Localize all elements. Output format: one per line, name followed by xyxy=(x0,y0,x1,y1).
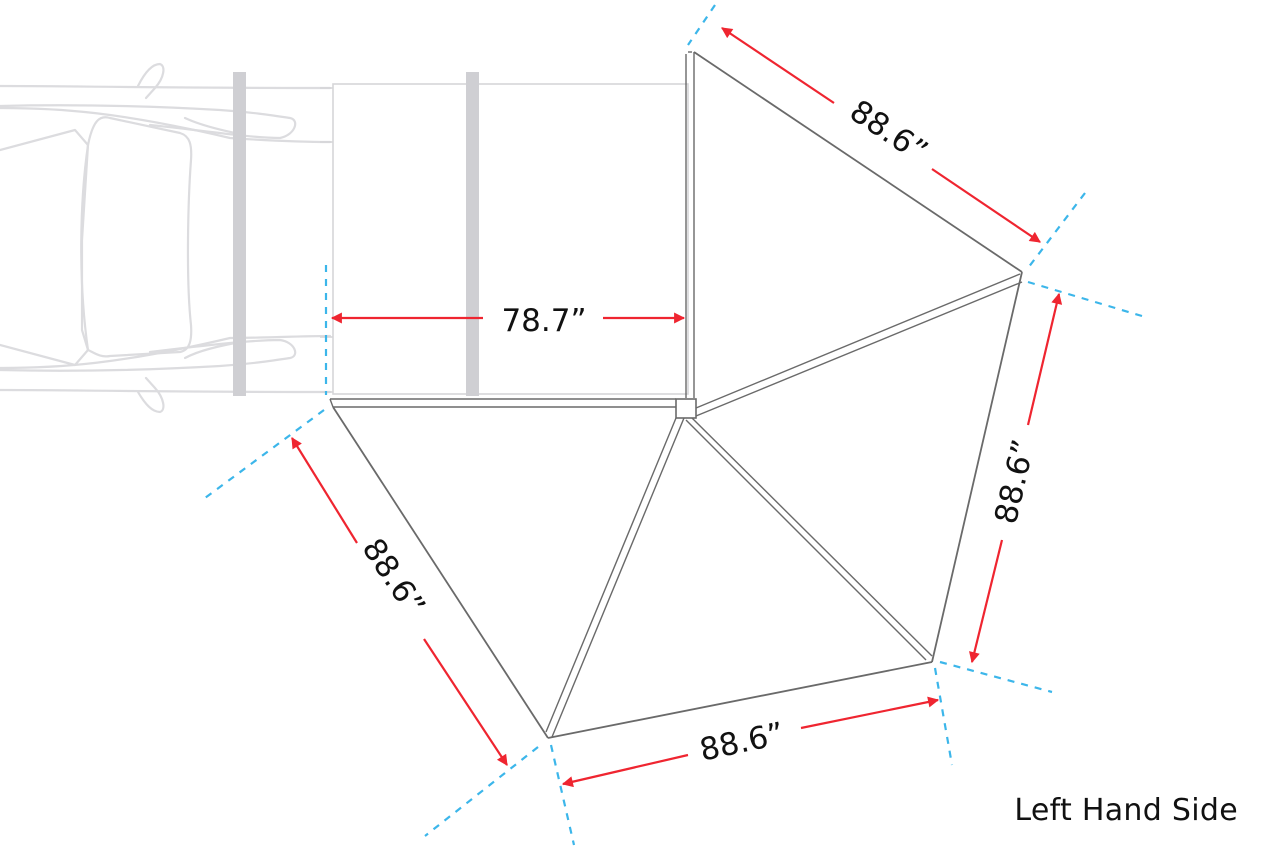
awning-pole-bottom-left xyxy=(545,417,685,738)
extension-lines xyxy=(204,4,1143,846)
dimension-label-edge-left: 88.6” xyxy=(355,532,432,623)
dimension-edge-right: 88.6” xyxy=(969,292,1063,664)
awning-edge-bottom xyxy=(547,661,933,739)
dimension-label-edge-right: 88.6” xyxy=(988,436,1042,527)
rooftop-tent xyxy=(320,72,689,396)
awning-edge-right xyxy=(931,271,1023,663)
dimension-78-7: 78.7” xyxy=(330,303,686,339)
diagram-caption: Left Hand Side xyxy=(1014,793,1238,828)
awning-pole-right-top xyxy=(695,273,1023,417)
dimension-edge-top: 88.6” xyxy=(721,27,1041,243)
awning-side-rail xyxy=(329,398,676,408)
dimension-label-length: 78.7” xyxy=(501,303,586,339)
awning-pole-right-bottom xyxy=(685,417,933,661)
dimension-edge-bottom: 88.6” xyxy=(561,696,940,788)
vehicle-outline xyxy=(0,62,332,414)
awning-hub xyxy=(675,398,697,419)
dimension-label-edge-bottom: 88.6” xyxy=(697,716,788,769)
awning-edge-left xyxy=(332,406,549,739)
roof-bar-front xyxy=(233,72,246,396)
awning xyxy=(329,51,1023,739)
dimension-edge-left: 88.6” xyxy=(291,437,508,766)
awning-edge-top xyxy=(693,51,1023,273)
awning-rear-rail xyxy=(685,51,695,398)
dimension-label-edge-top: 88.6” xyxy=(843,93,934,170)
